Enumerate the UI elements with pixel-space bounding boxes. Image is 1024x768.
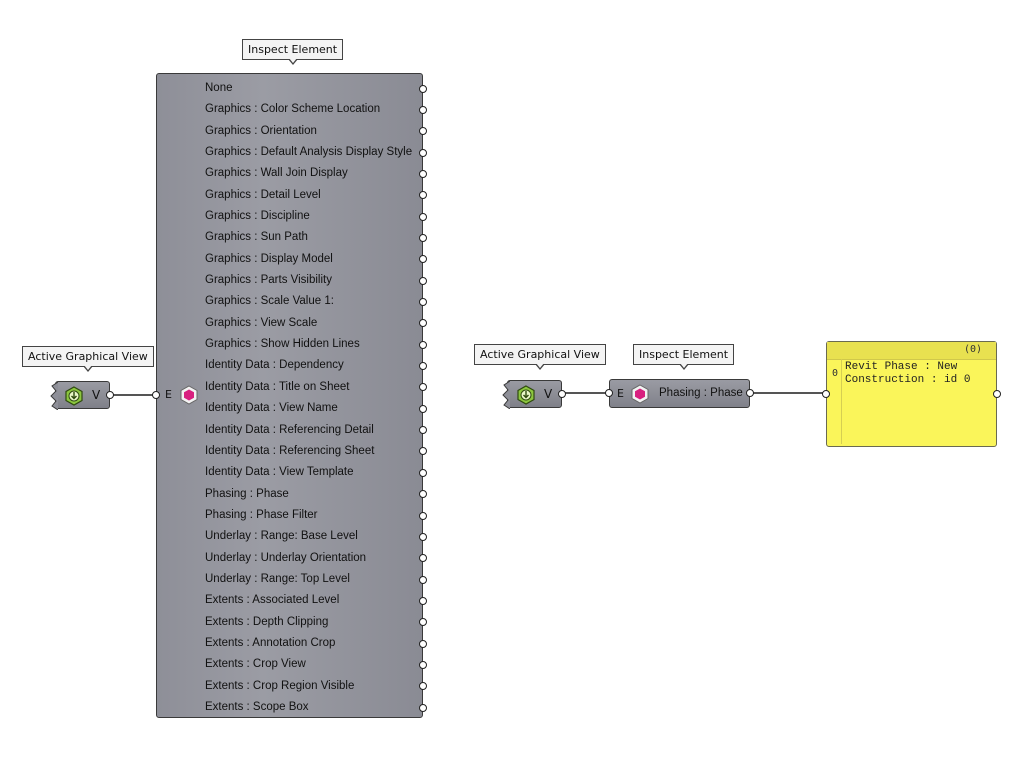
output-grip[interactable] [419, 127, 427, 136]
output-grip[interactable] [419, 233, 427, 242]
output-grip[interactable] [419, 447, 427, 456]
output-grip[interactable] [419, 404, 427, 413]
output-item: Extents : Depth Clipping [205, 615, 329, 628]
output-item: Identity Data : Title on Sheet [205, 380, 350, 393]
output-grip[interactable] [419, 532, 427, 541]
output-grip[interactable] [419, 105, 427, 114]
active-graphical-view-param-right[interactable]: V [502, 380, 566, 409]
download-hex-icon [65, 386, 83, 406]
output-item: Graphics : View Scale [205, 316, 318, 329]
output-grip[interactable] [419, 575, 427, 584]
output-grip[interactable] [419, 511, 427, 520]
output-item: Underlay : Underlay Orientation [205, 551, 367, 564]
output-item: Graphics : Orientation [205, 124, 317, 137]
output-item: Identity Data : Referencing Detail [205, 423, 374, 436]
output-item: None [205, 82, 233, 94]
output-item: Identity Data : Dependency [205, 359, 344, 372]
input-label: E [617, 387, 624, 400]
output-item: Phasing : Phase [205, 487, 289, 500]
panel-text: Revit Phase : New Construction : id 0 [845, 361, 971, 386]
output-item: Extents : Crop View [205, 658, 306, 671]
output-item: Graphics : Color Scheme Location [205, 103, 381, 116]
output-item: Underlay : Range: Base Level [205, 530, 358, 543]
panel-divider [841, 359, 842, 444]
inspect-element-component-right[interactable]: E Phasing : Phase [605, 379, 754, 408]
output-grip[interactable] [419, 340, 427, 349]
output-grip[interactable] [993, 390, 1001, 398]
active-graphical-view-param-left[interactable]: V [50, 381, 114, 410]
output-item: Extents : Associated Level [205, 594, 340, 607]
output-grip[interactable] [419, 212, 427, 221]
output-grip[interactable] [419, 255, 427, 264]
output-grip[interactable] [419, 298, 427, 306]
param-label: V [92, 388, 101, 402]
yellow-panel[interactable]: (0) 0 Revit Phase : New Construction : i… [822, 341, 1001, 447]
tag-active-graphical-view-right: Active Graphical View [474, 344, 606, 370]
panel-count: (0) [963, 344, 982, 355]
output-item: Graphics : Default Analysis Display Styl… [205, 146, 413, 159]
output-grip[interactable] [419, 554, 427, 563]
output-grip[interactable] [419, 383, 427, 392]
output-grip[interactable] [419, 596, 427, 605]
output-grip[interactable] [419, 468, 427, 477]
output-item: Phasing : Phase Filter [205, 508, 318, 521]
magenta-hex-icon [631, 384, 649, 404]
magenta-hex-icon [180, 385, 198, 405]
output-item: Identity Data : View Name [205, 402, 338, 415]
panel-index: 0 [832, 368, 839, 379]
output-item: Underlay : Range: Top Level [205, 572, 350, 585]
output-item: Identity Data : View Template [205, 466, 354, 479]
output-grip[interactable] [419, 319, 427, 328]
output-grip[interactable] [558, 390, 566, 398]
output-grip[interactable] [106, 391, 114, 399]
output-grip[interactable] [419, 191, 427, 200]
panel-header: (0) [827, 342, 996, 360]
output-grip[interactable] [419, 276, 427, 285]
tag-active-graphical-view-left: Active Graphical View [22, 346, 154, 372]
output-item: Extents : Annotation Crop [205, 636, 336, 649]
output-grip[interactable] [419, 148, 427, 157]
output-grip[interactable] [419, 660, 427, 669]
param-label: V [544, 387, 553, 401]
output-item: Graphics : Scale Value 1: [205, 295, 334, 308]
output-grip[interactable] [419, 490, 427, 499]
output-grip[interactable] [419, 618, 427, 627]
output-item: Graphics : Detail Level [205, 188, 321, 201]
input-label: E [165, 388, 172, 401]
output-item: Identity Data : Referencing Sheet [205, 444, 375, 457]
tag-inspect-element-right: Inspect Element [633, 344, 735, 370]
input-grip[interactable] [152, 391, 160, 399]
output-item: Graphics : Display Model [205, 252, 333, 265]
output-grip[interactable] [419, 426, 427, 435]
output-grip[interactable] [419, 682, 427, 691]
download-hex-icon [517, 385, 535, 405]
output-label: Phasing : Phase [659, 387, 743, 399]
output-item: Graphics : Show Hidden Lines [205, 338, 360, 351]
tag-inspect-element-left: Inspect Element [242, 39, 344, 65]
output-item: Graphics : Wall Join Display [205, 167, 348, 180]
output-grip[interactable] [746, 389, 754, 397]
output-item: Graphics : Sun Path [205, 231, 308, 244]
output-grip[interactable] [419, 362, 427, 371]
output-grip[interactable] [419, 84, 427, 93]
output-item: Extents : Crop Region Visible [205, 679, 355, 692]
output-grip[interactable] [419, 639, 427, 648]
output-grip[interactable] [419, 169, 427, 178]
output-grip[interactable] [419, 703, 427, 712]
input-grip[interactable] [822, 390, 830, 398]
output-item: Extents : Scope Box [205, 700, 309, 713]
input-grip[interactable] [605, 389, 613, 397]
output-item: Graphics : Discipline [205, 210, 310, 223]
output-item: Graphics : Parts Visibility [205, 274, 332, 287]
